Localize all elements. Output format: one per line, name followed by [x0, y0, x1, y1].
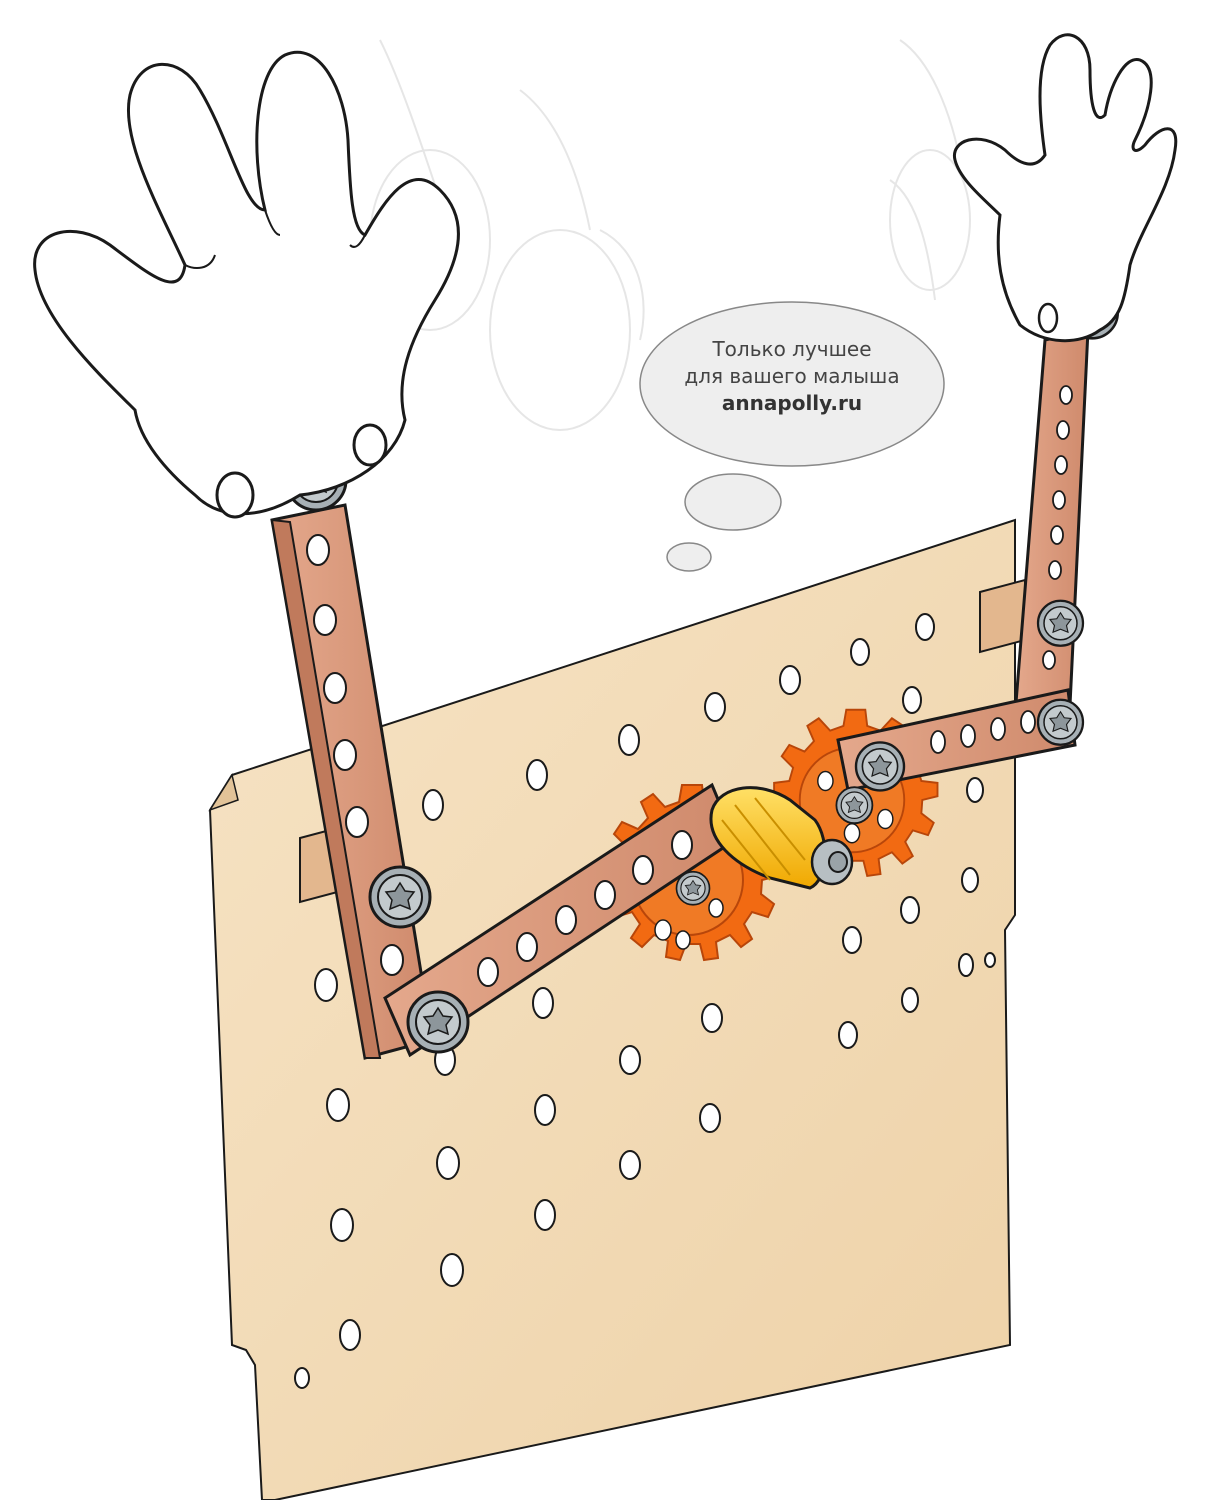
bubble-line-2: для вашего малыша — [684, 364, 900, 388]
left-hand — [33, 50, 460, 519]
bubble-text: Только лучшее для вашего малыша annapoll… — [640, 336, 944, 417]
crank-handle — [709, 786, 854, 890]
right-hand — [953, 33, 1178, 343]
bubble-line-1: Только лучшее — [712, 337, 872, 361]
thought-bubble — [639, 301, 945, 572]
brand-link[interactable]: annapolly.ru — [721, 391, 863, 415]
beam-left-diagonal — [383, 782, 737, 1058]
beam-right-vertical — [1013, 328, 1090, 717]
